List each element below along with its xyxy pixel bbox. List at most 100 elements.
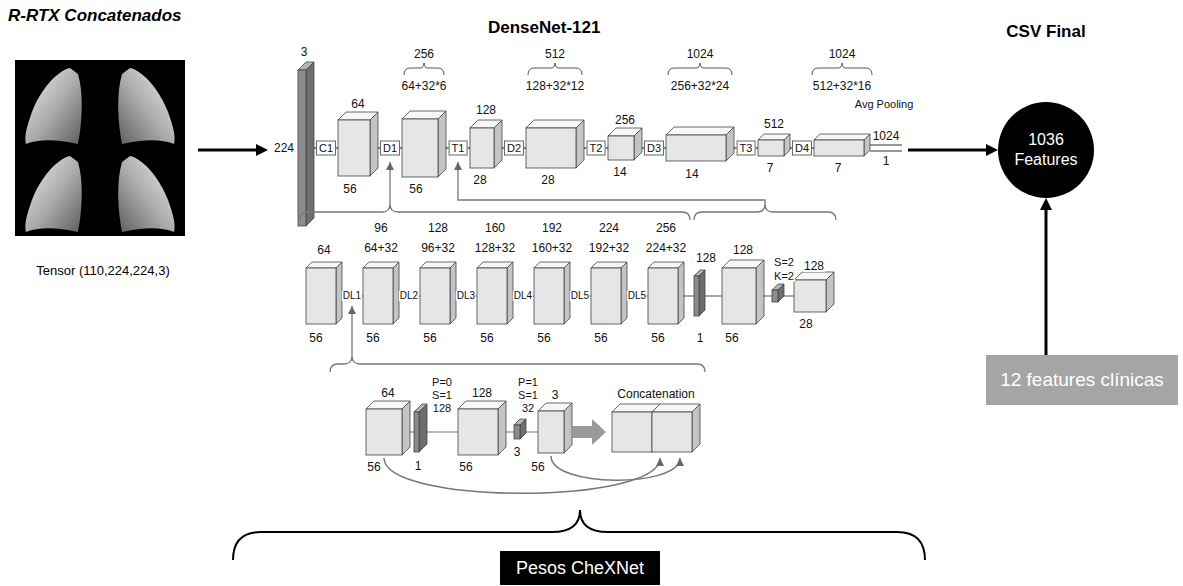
dimension-label: S=2 — [773, 257, 795, 268]
image-panel: R-RTX ConcatenadosTensor (110,224,224,3) — [8, 6, 198, 278]
dimension-label: S=1 — [517, 390, 539, 401]
dimension-label: 56 — [593, 332, 608, 344]
panel-title: R-RTX Concatenados — [8, 6, 198, 26]
cube-side — [692, 404, 700, 452]
dimension-label: DL4 — [513, 291, 533, 301]
cube-front — [534, 268, 564, 324]
layer-cube — [526, 120, 584, 168]
dimension-label: 1024 — [828, 48, 857, 60]
cube-top — [666, 127, 734, 135]
dimension-label: 128 — [695, 252, 717, 264]
dimension-label: 56 — [408, 183, 423, 195]
layer-cube — [338, 112, 378, 176]
cube-front — [666, 135, 726, 161]
flow-arrow — [908, 149, 990, 152]
layer-cube — [534, 262, 570, 324]
block-arrow — [572, 419, 606, 445]
small-brace — [404, 63, 444, 75]
cube-front — [814, 140, 864, 156]
cube-front — [526, 128, 576, 168]
dimension-label: 256 — [614, 114, 636, 126]
block-label: T2 — [587, 141, 606, 156]
dimension-label: 56 — [365, 332, 380, 344]
cube-top — [526, 120, 584, 128]
dimension-label: 128 — [432, 403, 452, 414]
cube-side — [699, 270, 705, 316]
dimension-label: 56 — [422, 332, 437, 344]
dimension-label: 28 — [798, 318, 813, 330]
cube-side — [438, 111, 446, 177]
cube-side — [826, 272, 834, 312]
cube-front — [366, 409, 402, 455]
cube-side — [726, 127, 734, 161]
dimension-label: 256 — [413, 48, 435, 60]
block-label: C1 — [316, 141, 336, 156]
block-label: T1 — [449, 141, 468, 156]
dimension-label: 224 — [273, 142, 295, 154]
block-label: D4 — [792, 141, 812, 156]
expand-brace — [330, 356, 705, 372]
dimension-label: DL2 — [399, 291, 419, 301]
weights-box: Pesos CheXNet — [500, 551, 660, 585]
dimension-label: 128 — [471, 387, 493, 399]
dimension-label: 128 — [475, 104, 497, 116]
layer-cube — [591, 262, 627, 324]
dimension-label: 56 — [724, 332, 739, 344]
cube-side — [678, 262, 684, 324]
dimension-label: 14 — [684, 168, 699, 180]
dimension-label: P=0 — [431, 377, 453, 388]
dimension-label: 7 — [834, 162, 843, 174]
dimension-label: 1024 — [872, 130, 901, 142]
cube-front — [338, 120, 370, 176]
cube-front — [652, 412, 692, 452]
cube-side — [370, 112, 378, 176]
cube-side — [784, 134, 790, 156]
cube-front — [538, 411, 564, 453]
dimension-label: 224+32 — [645, 242, 687, 254]
flow-arrow — [1045, 206, 1048, 355]
layer-cube — [363, 262, 399, 324]
dimension-label: 56 — [536, 332, 551, 344]
xray-background — [15, 60, 185, 236]
cube-front — [758, 140, 784, 156]
dimension-label: 512+32*16 — [812, 80, 872, 92]
dimension-label: 1024 — [686, 48, 715, 60]
panel-title: CSV Final — [1006, 22, 1085, 42]
skip-connection — [384, 458, 660, 493]
output-line — [870, 145, 902, 151]
layer-cube — [470, 120, 502, 168]
cube-front — [612, 412, 652, 452]
dimension-label: 96 — [373, 222, 388, 234]
dimension-label: 96+32 — [420, 242, 456, 254]
dimension-label: 28 — [472, 174, 487, 186]
circle-fill — [998, 102, 1094, 198]
layer-cube — [794, 272, 834, 312]
dimension-label: 1 — [696, 332, 705, 344]
cube-front — [363, 268, 393, 324]
small-brace — [668, 63, 732, 75]
lung-image — [118, 68, 174, 144]
dimension-label: 56 — [479, 332, 494, 344]
dimension-label: 64 — [350, 98, 365, 110]
dimension-label: 28 — [540, 174, 555, 186]
layer-cube — [306, 262, 342, 324]
dimension-label: 64 — [316, 244, 331, 256]
cube-side — [306, 62, 314, 226]
dimension-label: P=1 — [517, 377, 539, 388]
dimension-label: 160 — [484, 222, 506, 234]
small-brace — [528, 63, 582, 75]
cube-front — [722, 268, 756, 324]
block-label: D3 — [644, 141, 664, 156]
dimension-label: 56 — [366, 461, 381, 473]
cube-side — [864, 134, 870, 156]
cube-front — [514, 425, 520, 439]
cube-side — [498, 401, 506, 455]
cube-side — [494, 120, 502, 168]
dimension-label: Avg Pooling — [854, 99, 915, 110]
dimension-label: 160+32 — [531, 242, 573, 254]
dimension-label: 1 — [882, 155, 891, 167]
dimension-label: 192+32 — [588, 242, 630, 254]
dimension-label: 56 — [530, 461, 545, 473]
dimension-label: 3 — [300, 46, 309, 58]
cube-side — [402, 401, 410, 455]
